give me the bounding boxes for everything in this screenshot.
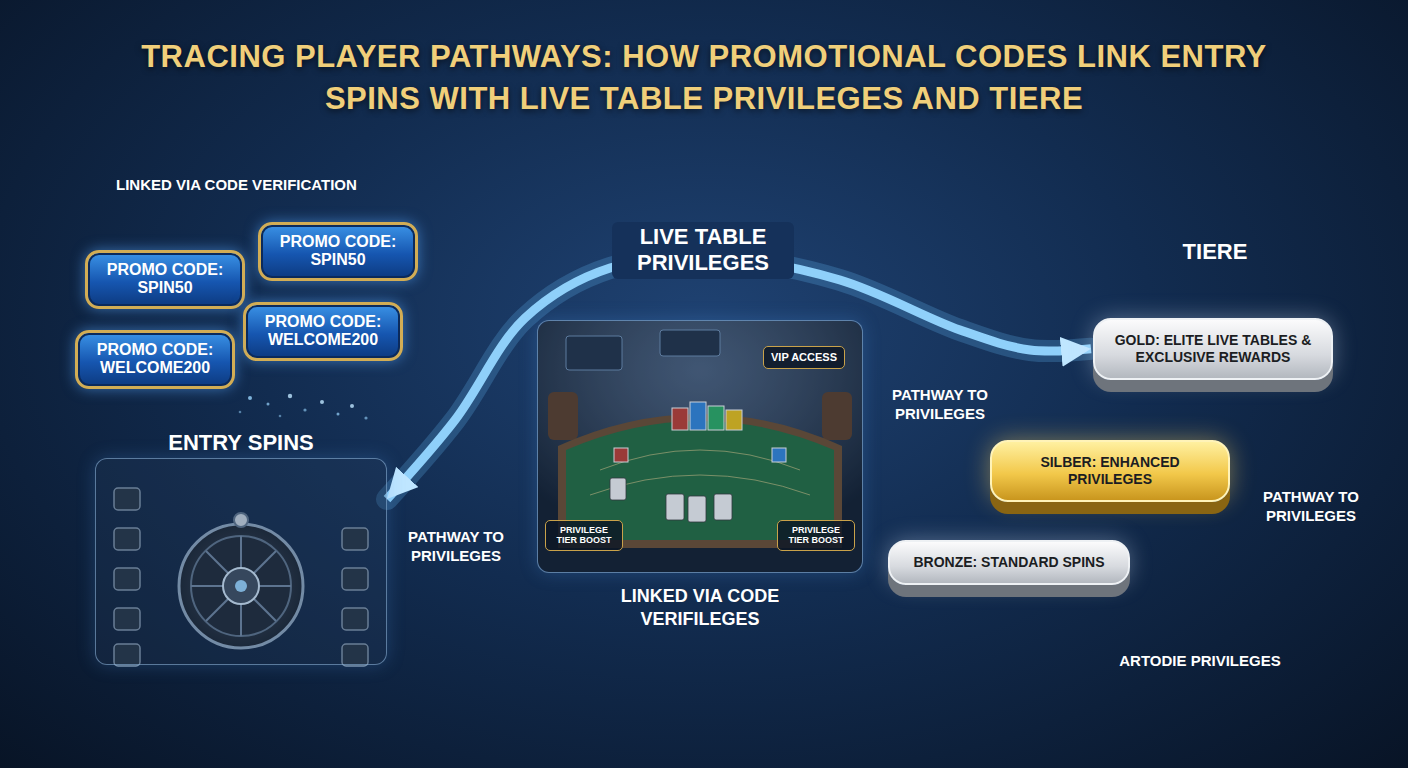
panel-heading: ENTRY SPINS — [95, 428, 387, 458]
node-text: PRIVILEGE TIER BOOST — [550, 525, 618, 546]
tier-text: SILBER: ENHANCED PRIVILEGES — [1002, 454, 1218, 488]
panel-frame — [95, 458, 387, 665]
table-tag: PRIVILEGE TIER BOOST — [777, 520, 855, 551]
annotation-label: LINKED VIA CODE VERIFICATION — [116, 176, 416, 195]
node-text: PROMO CODE: WELCOME200 — [86, 341, 224, 378]
spark-particles — [320, 400, 324, 404]
spark-particles — [350, 404, 354, 408]
table-tag: PRIVILEGE TIER BOOST — [545, 520, 623, 551]
spark-particles — [267, 403, 270, 406]
node-text: PROMO CODE: WELCOME200 — [254, 313, 392, 350]
node-text: PRIVILEGE TIER BOOST — [782, 525, 850, 546]
node-text: PROMO CODE: SPIN50 — [96, 261, 234, 298]
spark-particles — [239, 394, 368, 420]
connector-label: LIVE TABLE PRIVILEGES — [612, 222, 794, 279]
annotation-label: PATHWAY TO PRIVILEGES — [396, 528, 516, 566]
live-table-scene — [538, 321, 862, 572]
annotation-label: ARTODIE PRIVILEGES — [1100, 652, 1300, 671]
spark-particles — [303, 408, 306, 411]
annotation-label: PATHWAY TO PRIVILEGES — [880, 386, 1000, 424]
promo-code-badge: PROMO CODE: SPIN50 — [85, 250, 245, 309]
diagram-title: TRACING PLAYER PATHWAYS: HOW PROMOTIONAL… — [94, 36, 1314, 120]
spark-particles — [239, 411, 242, 414]
tier-platform: GOLD: ELITE LIVE TABLES & EXCLUSIVE REWA… — [1093, 318, 1333, 380]
spark-particles — [248, 396, 252, 400]
tier-text: GOLD: ELITE LIVE TABLES & EXCLUSIVE REWA… — [1105, 332, 1321, 366]
panel-caption: LINKED VIA CODE VERIFILEGES — [585, 585, 815, 630]
promo-code-badge: PROMO CODE: WELCOME200 — [243, 302, 403, 361]
spark-particles — [288, 394, 292, 398]
node-text: PROMO CODE: SPIN50 — [269, 233, 407, 270]
spark-particles — [279, 415, 282, 418]
tier-platform: BRONZE: STANDARD SPINS — [888, 540, 1130, 585]
live-table-panel: LINKED VIA CODE VERIFILEGES VIP ACCESS PRI… — [537, 320, 863, 630]
spark-particles — [337, 413, 340, 416]
promo-code-badge: PROMO CODE: WELCOME200 — [75, 330, 235, 389]
annotation-label: TIERE — [1160, 238, 1270, 266]
tier-text: BRONZE: STANDARD SPINS — [900, 554, 1118, 571]
annotation-label: PATHWAY TO PRIVILEGES — [1246, 488, 1376, 526]
tier-platform: SILBER: ENHANCED PRIVILEGES — [990, 440, 1230, 502]
node-text: VIP ACCESS — [768, 351, 840, 364]
entry-spins-panel: ENTRY SPINS — [95, 428, 387, 665]
spark-particles — [364, 416, 367, 419]
table-tag: VIP ACCESS — [763, 346, 845, 369]
promo-code-badge: PROMO CODE: SPIN50 — [258, 222, 418, 281]
live-table-scene — [538, 321, 862, 572]
